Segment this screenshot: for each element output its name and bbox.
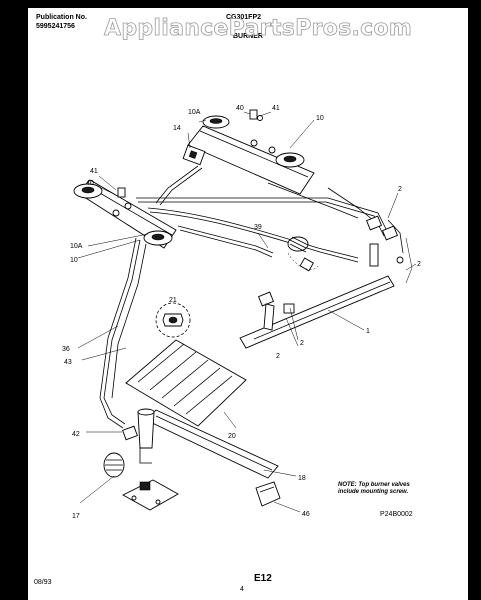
footer-date: 08/93 (34, 579, 52, 586)
orifice-part (155, 302, 191, 338)
callout-2-far: 2 (417, 261, 421, 268)
callout-10a-left: 10A (70, 243, 83, 250)
note-line-2: include mounting screw. (338, 489, 408, 495)
callout-41-top: 41 (272, 105, 280, 112)
callout-40-top: 40 (236, 105, 244, 112)
oven-burner (122, 408, 279, 479)
mounting-bracket (255, 481, 281, 507)
parts-diagram-page: Publication No. 5995241756 CG301FP2 BURN… (28, 8, 468, 600)
gas-supply-tubes (99, 165, 413, 429)
callout-36: 36 (62, 346, 70, 353)
callout-2-right: 2 (398, 186, 402, 193)
callout-46: 46 (302, 511, 310, 518)
diagram-code: P24B0002 (380, 511, 413, 518)
oven-igniter (103, 452, 179, 511)
callout-20: 20 (228, 433, 236, 440)
callout-10-top: 10 (316, 115, 324, 122)
callout-2-mid: 2 (300, 340, 304, 347)
callout-14: 14 (173, 125, 181, 132)
callout-41-left: 41 (90, 168, 98, 175)
callout-21: 21 (169, 297, 177, 304)
publication-label: Publication No. (36, 14, 87, 21)
callout-1: 1 (366, 328, 370, 335)
callout-17: 17 (72, 513, 80, 520)
spark-igniter (287, 236, 319, 272)
callout-42: 42 (72, 431, 80, 438)
flame-spreader (125, 339, 247, 427)
callout-2-low: 2 (276, 353, 280, 360)
callout-18: 18 (298, 475, 306, 482)
publication-number: 5995241756 (36, 23, 75, 30)
callout-39: 39 (254, 224, 262, 231)
callout-10-left: 10 (70, 257, 78, 264)
watermark-logo: AppliancePartsPros.com (104, 16, 412, 41)
burner-diagram: Publication No. 5995241756 CG301FP2 BURN… (34, 14, 421, 593)
footer-section-code: E12 (254, 573, 272, 584)
callout-10a-top: 10A (188, 109, 201, 116)
callout-43: 43 (64, 359, 72, 366)
model-number: CG301FP2 (226, 14, 261, 21)
manifold-pipe (239, 215, 404, 349)
top-rear-burner-assembly (182, 109, 315, 195)
note-line-1: NOTE: Top burner valves (338, 482, 410, 488)
footer-page: 4 (240, 586, 244, 593)
leader-lines (77, 111, 417, 513)
section-title: BURNER (233, 33, 263, 40)
callout-40-left: 40 (86, 180, 94, 187)
left-burner-assembly (73, 179, 177, 249)
